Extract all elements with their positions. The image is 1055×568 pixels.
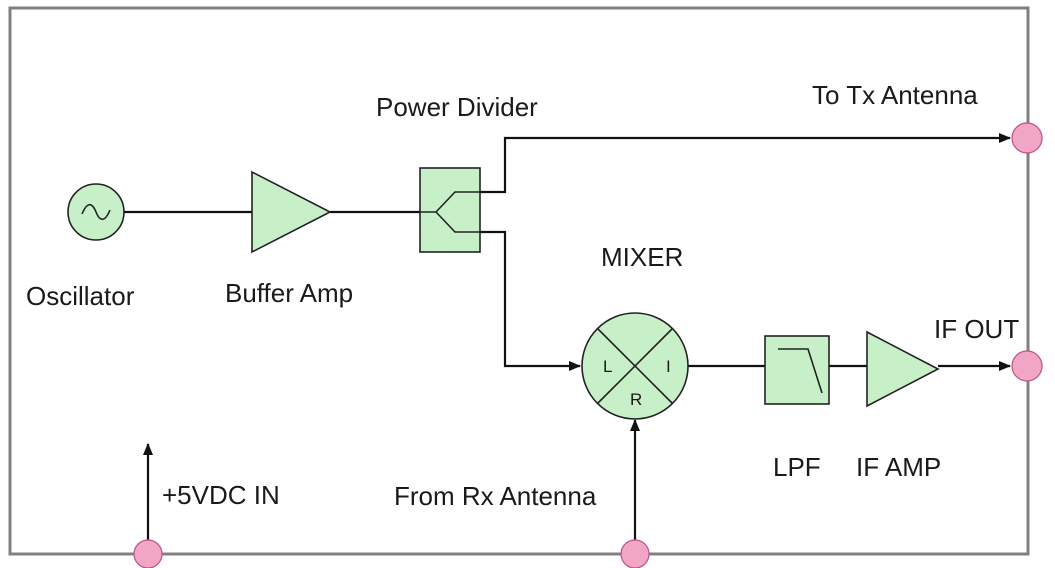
vdc-in-label: +5VDC IN (162, 480, 280, 510)
tx-antenna-port-icon (1011, 122, 1043, 154)
from-rx-antenna-label: From Rx Antenna (394, 481, 597, 511)
sine-wave-glyph (81, 203, 111, 221)
if-amp-label: IF AMP (856, 452, 941, 482)
to-tx-antenna-label: To Tx Antenna (812, 80, 978, 110)
if-amp-triangle-icon (866, 330, 940, 408)
power-divider-block (419, 167, 481, 253)
lowpass-filter-icon (778, 348, 823, 394)
mixer-block: L I R (581, 312, 689, 420)
lpf-block (764, 335, 830, 405)
oscillator-block (67, 183, 125, 241)
oscillator-label: Oscillator (26, 281, 135, 311)
rx-antenna-port-icon (620, 539, 650, 568)
lpf-label: LPF (773, 452, 821, 482)
mixer-port-r: R (630, 390, 642, 409)
if-out-port-icon (1011, 350, 1043, 382)
vdc-in-port-icon (133, 539, 163, 568)
if-out-label: IF OUT (934, 314, 1019, 344)
buffer-amp-triangle-icon (251, 170, 332, 254)
mixer-port-i: I (666, 357, 671, 376)
power-divider-label: Power Divider (376, 92, 538, 122)
mixer-label: MIXER (601, 242, 683, 272)
module-frame (8, 6, 1030, 556)
mixer-port-l: L (603, 357, 612, 376)
signal-wires (124, 133, 1011, 552)
power-divider-split-icon (420, 191, 480, 233)
buffer-amp-label: Buffer Amp (225, 278, 353, 308)
